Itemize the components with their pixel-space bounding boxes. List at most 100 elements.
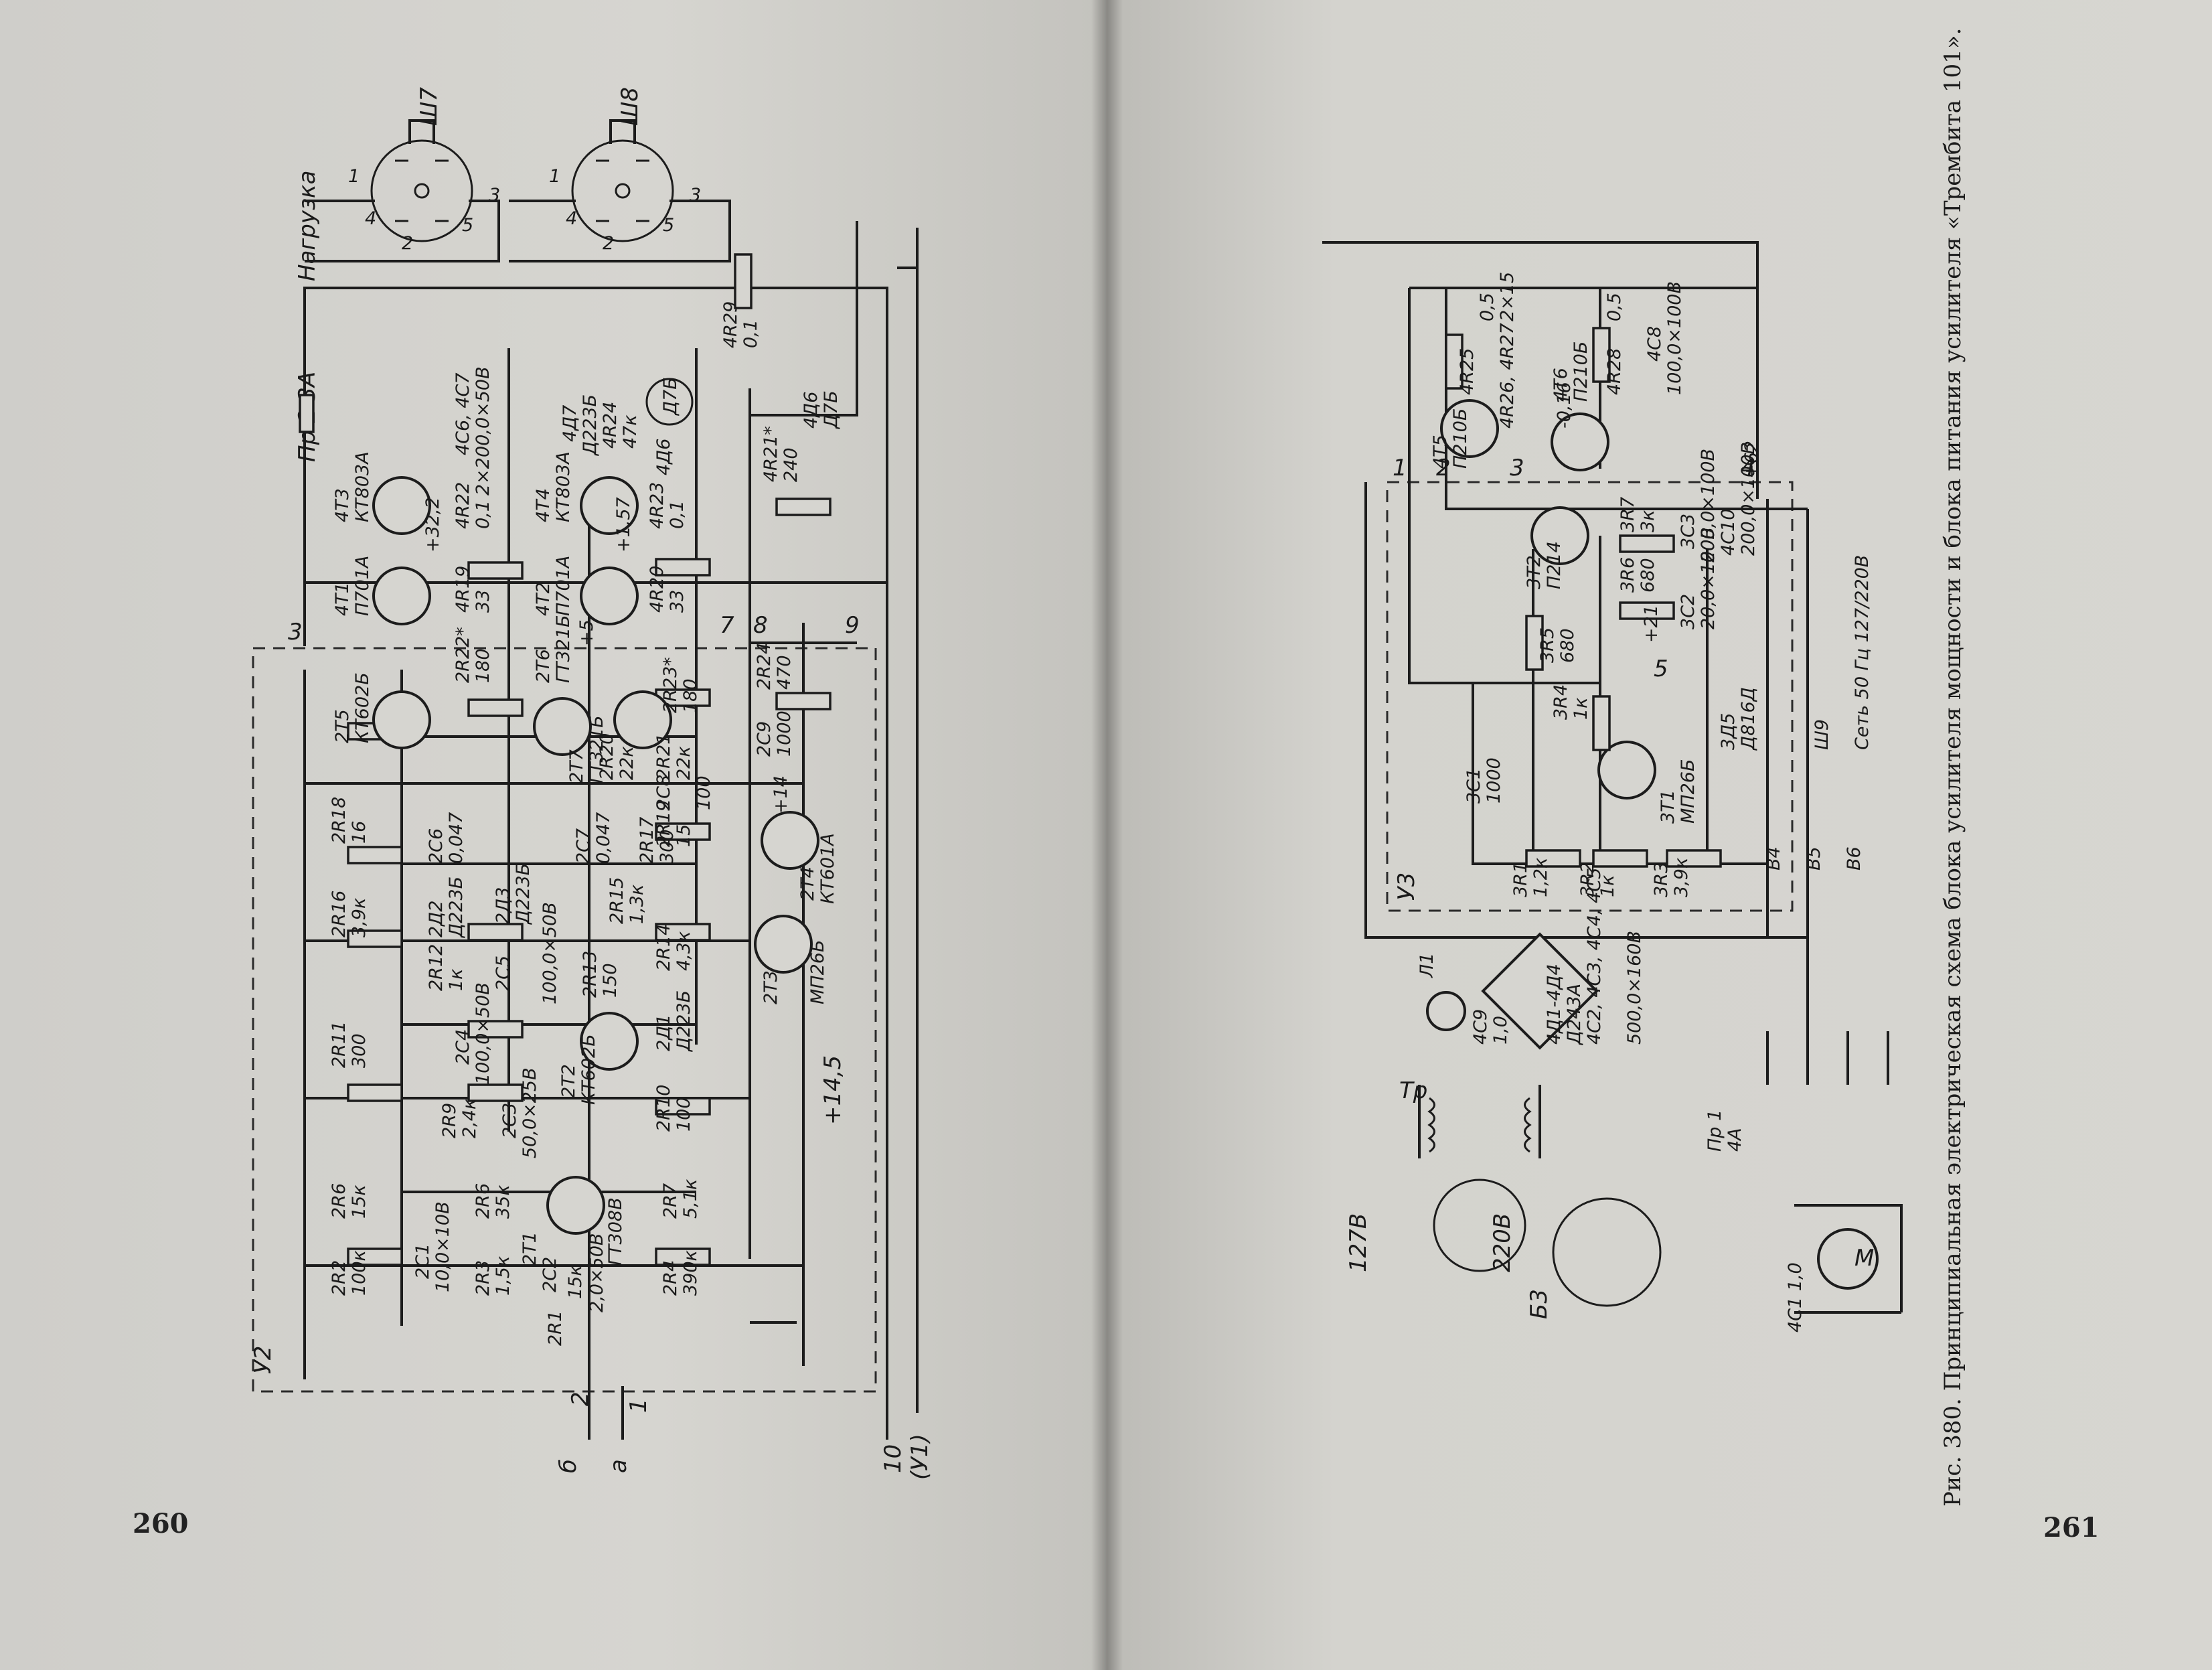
svg-text:100,0×50В: 100,0×50В <box>473 982 493 1085</box>
svg-text:2C2: 2C2 <box>540 1257 560 1292</box>
svg-text:33: 33 <box>473 590 493 613</box>
svg-text:2,0×50В: 2,0×50В <box>586 1233 607 1312</box>
svg-text:0,047: 0,047 <box>446 812 467 864</box>
svg-text:2C4: 2C4 <box>453 1029 473 1065</box>
sh7-label: Ш7 <box>416 87 443 126</box>
t-4t1-type: П701А <box>352 556 373 616</box>
svg-text:4R21*: 4R21* <box>761 426 781 482</box>
svg-text:2R18: 2R18 <box>329 797 349 844</box>
voltage-5: +5 <box>576 619 597 646</box>
svg-text:180: 180 <box>680 678 701 713</box>
svg-text:2,4к: 2,4к <box>459 1098 480 1138</box>
sh8-pin-2: 2 <box>603 233 614 254</box>
t-2t6-type: ГТ321Б <box>553 615 574 683</box>
svg-text:2R6: 2R6 <box>473 1183 493 1219</box>
t-4t2-type: П701А <box>553 556 574 616</box>
svg-text:4С6, 4С7: 4С6, 4С7 <box>453 372 473 455</box>
svg-text:150: 150 <box>600 963 621 998</box>
svg-text:2R14: 2R14 <box>653 924 674 971</box>
svg-text:1к: 1к <box>446 968 467 991</box>
svg-text:4R20: 4R20 <box>647 566 667 613</box>
svg-text:2C3: 2C3 <box>499 1103 520 1138</box>
t-4t3-type: КТ803А <box>352 451 373 522</box>
svg-text:Д223Б: Д223Б <box>674 990 694 1052</box>
t-2t3-type: МП26Б <box>807 940 828 1004</box>
terminal-9: 9 <box>845 612 860 639</box>
connector-sh7: Ш7 1 2 3 4 5 <box>305 87 500 262</box>
svg-text:15: 15 <box>674 824 694 847</box>
svg-text:2C1: 2C1 <box>412 1243 433 1279</box>
svg-text:0,1: 0,1 <box>473 500 493 529</box>
u2-block-label: У2 <box>250 1346 276 1374</box>
t-2t3-ref: 2Т3 <box>761 970 781 1004</box>
svg-text:300: 300 <box>349 1033 370 1068</box>
svg-text:47к: 47к <box>620 414 641 449</box>
svg-text:2C5: 2C5 <box>493 956 514 991</box>
svg-text:2R16: 2R16 <box>329 891 349 937</box>
svg-text:Д223Б: Д223Б <box>446 877 467 938</box>
sh8-pin-5: 5 <box>663 215 674 236</box>
input-2: 2 <box>567 1391 594 1406</box>
amplifier-schematic: У2 Ш7 1 2 3 4 <box>250 87 933 1480</box>
svg-text:Д7Б: Д7Б <box>821 390 842 429</box>
svg-text:2C7: 2C7 <box>573 828 594 864</box>
svg-text:2R20: 2R20 <box>597 733 617 780</box>
component-labels-left: 2R1 15к 2R2 100к 2R3 1,5к 2R4 390к 2R6 1… <box>329 301 842 1346</box>
t-2t1-ref: 2Т1 <box>520 1231 540 1266</box>
book-gutter <box>1091 0 1123 1670</box>
terminal-7: 7 <box>720 612 734 639</box>
svg-text:2R9: 2R9 <box>439 1103 460 1138</box>
svg-text:0,047: 0,047 <box>593 812 614 864</box>
input-label-b: б <box>555 1459 582 1473</box>
svg-text:2R23*: 2R23* <box>660 657 681 713</box>
terminal-10-sub: (У1) <box>906 1434 933 1480</box>
svg-text:2C9: 2C9 <box>754 721 775 757</box>
terminal-8: 8 <box>753 612 768 639</box>
svg-text:2R21: 2R21 <box>653 733 674 780</box>
svg-text:4R29: 4R29 <box>720 301 741 348</box>
terminal-3: 3 <box>288 619 303 646</box>
t-2t6-ref: 2Т6 <box>533 649 554 683</box>
sh8-pin-3: 3 <box>690 185 701 206</box>
svg-text:3,9к: 3,9к <box>349 897 370 937</box>
sh7-pin-2: 2 <box>402 233 413 254</box>
svg-text:2R1: 2R1 <box>545 1310 566 1346</box>
sh7-pin-4: 4 <box>365 208 376 229</box>
svg-text:1,5к: 1,5к <box>493 1256 514 1296</box>
svg-text:2Д3: 2Д3 <box>493 887 514 924</box>
t-4t1-ref: 4Т1 <box>332 582 353 616</box>
page-number-left: 260 <box>133 1508 189 1539</box>
connector-sh8: Ш8 1 2 3 4 5 <box>509 87 731 262</box>
svg-text:470: 470 <box>774 655 795 690</box>
svg-text:240: 240 <box>781 447 801 482</box>
resistor-bodies <box>347 253 832 1266</box>
svg-text:Д223Б: Д223Б <box>513 863 534 925</box>
transistors-left <box>372 476 819 1235</box>
svg-text:2R2: 2R2 <box>329 1260 349 1296</box>
svg-text:2R10: 2R10 <box>653 1085 674 1132</box>
svg-text:1000: 1000 <box>774 710 795 757</box>
t-2t5-type: КТ602Б <box>352 672 373 743</box>
t-4t4-type: КТ803А <box>553 451 574 522</box>
svg-text:50,0×25В: 50,0×25В <box>520 1067 540 1158</box>
sh8-label: Ш8 <box>617 87 643 126</box>
meter-icon <box>645 378 694 426</box>
svg-text:4R23: 4R23 <box>647 482 667 529</box>
svg-text:100к: 100к <box>349 1249 370 1296</box>
svg-text:15к: 15к <box>349 1185 370 1219</box>
svg-text:100,0×50В: 100,0×50В <box>540 902 560 1004</box>
svg-text:2×200,0×50В: 2×200,0×50В <box>473 366 493 496</box>
svg-text:2C8: 2C8 <box>653 775 674 810</box>
meter-unit: Д7Б <box>660 377 681 416</box>
voltage-32-2: +32,2 <box>422 497 443 552</box>
t-2t5-ref: 2Т5 <box>332 709 353 743</box>
svg-text:4R24: 4R24 <box>600 402 621 449</box>
svg-text:2R12: 2R12 <box>426 944 447 991</box>
svg-text:2R19: 2R19 <box>653 800 674 847</box>
t-4t3-ref: 4Т3 <box>332 488 353 522</box>
svg-text:0,1: 0,1 <box>740 319 761 348</box>
voltage-14: +14 <box>771 775 791 814</box>
page-number-right: 261 <box>2043 1512 2100 1543</box>
u2-block-outline <box>252 647 877 1393</box>
